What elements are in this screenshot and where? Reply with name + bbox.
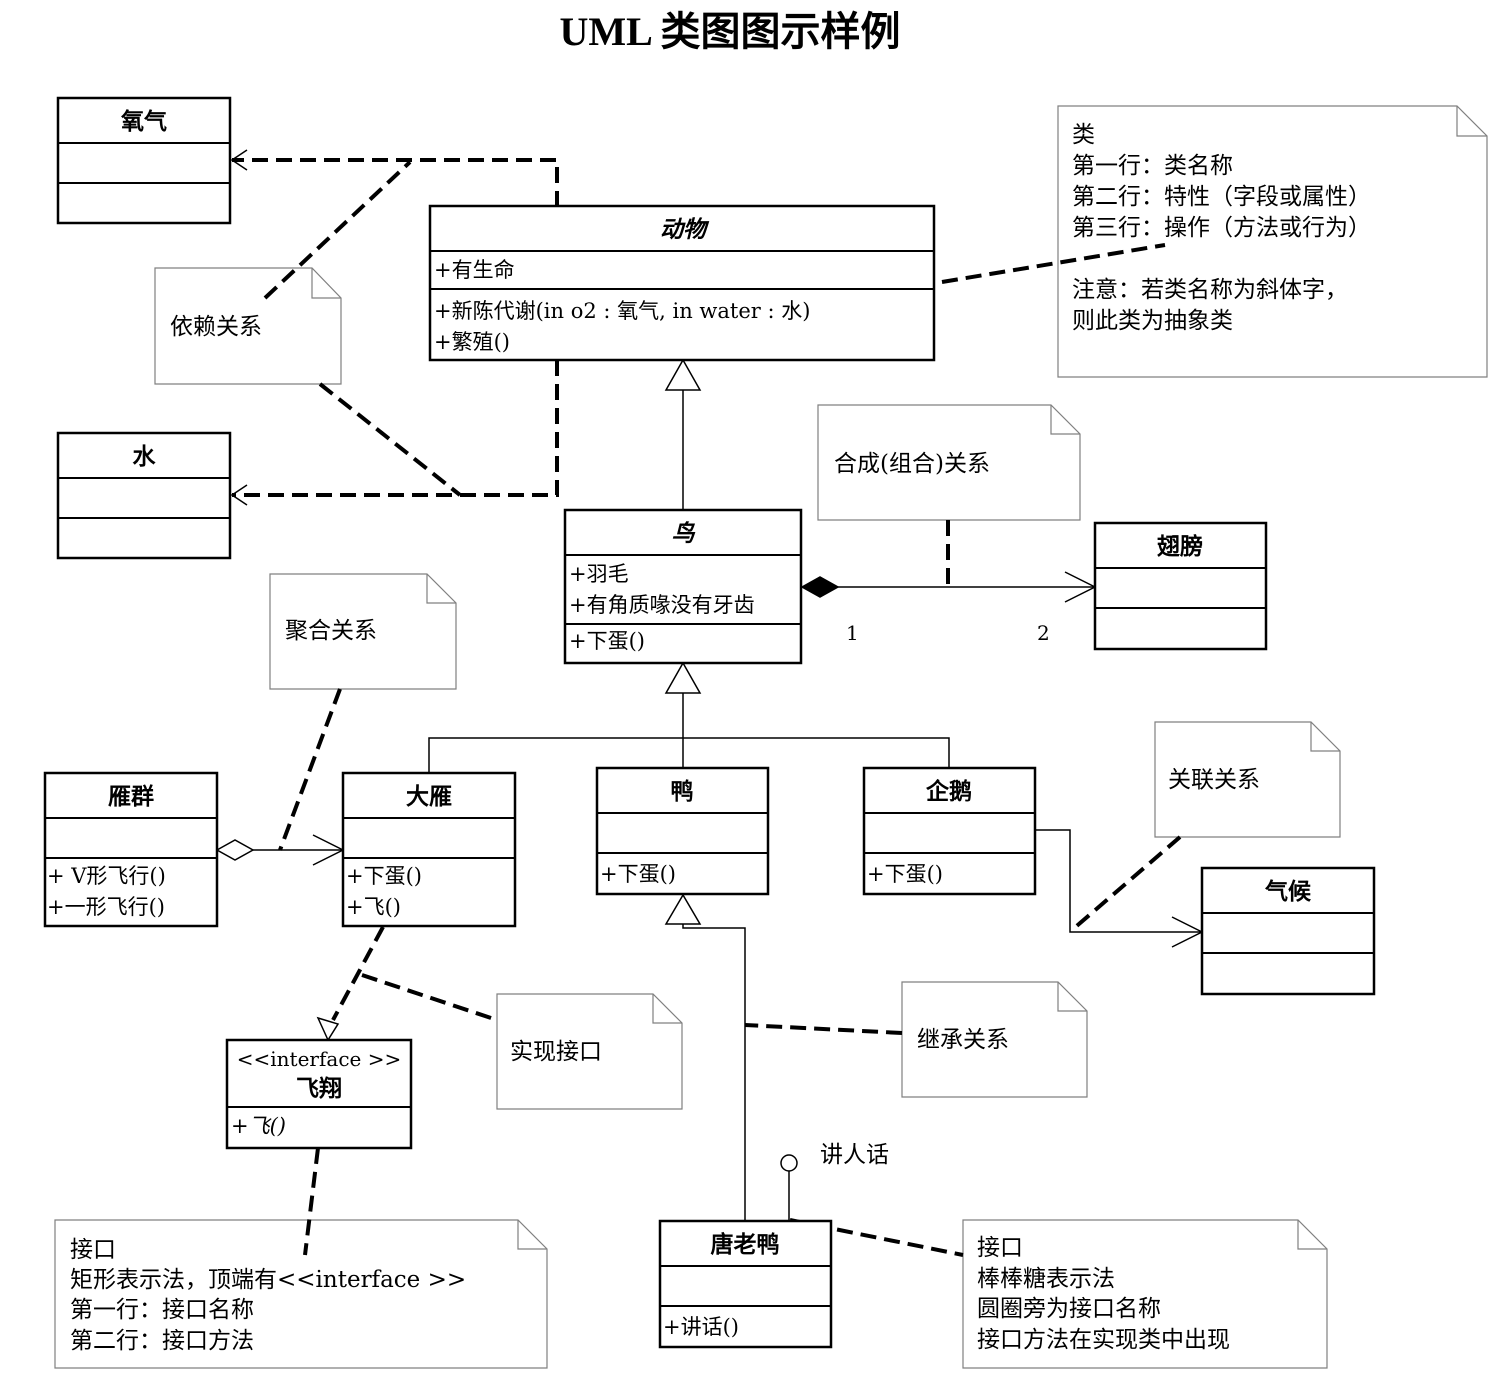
note-lollipop-line-1: 接口 bbox=[977, 1235, 1023, 1261]
lollipop-interface bbox=[780, 1154, 798, 1220]
class-flock-op-line: +一形飞行() bbox=[47, 895, 165, 919]
interface-fly-name: 飞翔 bbox=[296, 1075, 342, 1102]
multiplicity-wing: 2 bbox=[1037, 621, 1050, 645]
note-aggregation: 聚合关系 bbox=[269, 573, 457, 690]
note-interface-rect: 接口 矩形表示法，顶端有<<interface >> 第一行：接口名称 第二行：… bbox=[54, 1219, 548, 1369]
note-composition: 合成(组合)关系 bbox=[817, 404, 1081, 521]
class-animal-op-metabolism: +新陈代谢(in o2 : 氧气, in water : 水) bbox=[434, 299, 810, 323]
note-composition-text: 合成(组合)关系 bbox=[834, 451, 990, 477]
note-lollipop-line-2: 棒棒糖表示法 bbox=[977, 1266, 1115, 1292]
class-animal-attribute: +有生命 bbox=[434, 258, 515, 282]
note-interface-rect-line-3: 第一行：接口名称 bbox=[70, 1297, 254, 1323]
diagram-title: UML 类图图示样例 bbox=[559, 9, 900, 54]
note-realization-text: 实现接口 bbox=[510, 1039, 602, 1065]
class-water-name: 水 bbox=[133, 444, 157, 470]
class-climate: 气候 bbox=[1200, 866, 1376, 996]
class-animal-op-reproduce: +繁殖() bbox=[434, 330, 510, 354]
note-realization: 实现接口 bbox=[496, 993, 683, 1110]
note-interface-rect-line-1: 接口 bbox=[70, 1237, 116, 1263]
note-class-line-7: 则此类为抽象类 bbox=[1072, 308, 1233, 334]
lollipop-label: 讲人话 bbox=[820, 1142, 889, 1168]
dependency-lines bbox=[232, 158, 559, 497]
dependency-arrowheads bbox=[230, 149, 248, 506]
class-tang-duck: 唐老鸭 +讲话() bbox=[658, 1219, 833, 1349]
class-tang-duck-name: 唐老鸭 bbox=[711, 1231, 780, 1258]
note-class-line-4: 第三行：操作（方法或行为） bbox=[1072, 215, 1371, 241]
class-goose-op-fly: +飞() bbox=[346, 895, 401, 919]
class-climate-name: 气候 bbox=[1264, 878, 1312, 905]
interface-fly: <<interface >> 飞翔 +飞() bbox=[225, 1038, 413, 1150]
class-wing-name: 翅膀 bbox=[1157, 533, 1203, 560]
class-bird-attr-feather: +羽毛 bbox=[569, 562, 629, 586]
note-inheritance-text: 继承关系 bbox=[917, 1027, 1009, 1053]
note-lollipop-line-4: 接口方法在实现类中出现 bbox=[977, 1327, 1230, 1353]
class-water: 水 bbox=[56, 431, 232, 560]
note-interface-rect-line-4: 第二行：接口方法 bbox=[70, 1328, 254, 1354]
class-duck-name: 鸭 bbox=[671, 779, 694, 805]
note-class-line-3: 第二行：特性（字段或属性） bbox=[1072, 184, 1371, 210]
note-association: 关联关系 bbox=[1154, 721, 1341, 838]
class-flock-name: 雁群 bbox=[108, 783, 154, 810]
class-bird-attr-beak: +有角质喙没有牙齿 bbox=[569, 593, 755, 617]
interface-stereotype: <<interface >> bbox=[237, 1047, 401, 1071]
multiplicity-bird: 1 bbox=[846, 621, 859, 645]
note-class-line-6: 注意：若类名称为斜体字， bbox=[1072, 277, 1348, 303]
generalization-tangduck-duck bbox=[664, 893, 746, 1220]
note-dependency-text: 依赖关系 bbox=[170, 314, 262, 340]
lollipop-circle-icon bbox=[780, 1154, 798, 1172]
class-bird: 鸟 +羽毛 +有角质喙没有牙齿 +下蛋() bbox=[563, 508, 803, 665]
class-animal: 动物 +有生命 +新陈代谢(in o2 : 氧气, in water : 水) … bbox=[428, 204, 936, 362]
note-aggregation-text: 聚合关系 bbox=[285, 618, 377, 644]
class-duck: 鸭 +下蛋() bbox=[595, 766, 770, 896]
note-dependency: 依赖关系 bbox=[154, 267, 342, 385]
interface-fly-op: +飞() bbox=[231, 1114, 286, 1138]
class-flock: 雁群 + V形飞行() +一形飞行() bbox=[43, 771, 219, 928]
class-oxygen: 氧气 bbox=[56, 96, 232, 225]
generalization-bird-animal bbox=[664, 358, 702, 510]
class-wing: 翅膀 bbox=[1093, 521, 1268, 651]
class-tang-duck-op-speak: +讲话() bbox=[663, 1315, 739, 1339]
generalization-birds bbox=[428, 661, 950, 773]
note-class-line-1: 类 bbox=[1072, 122, 1095, 148]
class-bird-op-lay-egg: +下蛋() bbox=[569, 629, 645, 653]
class-penguin-name: 企鹅 bbox=[925, 778, 972, 805]
class-animal-name: 动物 bbox=[660, 217, 710, 243]
class-penguin: 企鹅 +下蛋() bbox=[862, 766, 1037, 896]
note-interface-rect-line-2: 矩形表示法，顶端有<<interface >> bbox=[70, 1267, 466, 1293]
class-bird-name: 鸟 bbox=[672, 521, 696, 547]
class-goose-name: 大雁 bbox=[406, 784, 452, 810]
class-oxygen-name: 氧气 bbox=[120, 108, 167, 135]
class-goose: 大雁 +下蛋() +飞() bbox=[341, 771, 517, 928]
note-lollipop-line-3: 圆圈旁为接口名称 bbox=[977, 1296, 1161, 1322]
class-penguin-op-lay-egg: +下蛋() bbox=[867, 862, 943, 886]
realization-goose-interface bbox=[316, 926, 385, 1042]
class-flock-op-v: + V形飞行() bbox=[47, 864, 166, 888]
note-association-text: 关联关系 bbox=[1168, 767, 1260, 793]
note-class-description: 类 第一行：类名称 第二行：特性（字段或属性） 第三行：操作（方法或行为） 注意… bbox=[1057, 105, 1488, 378]
class-goose-op-lay-egg: +下蛋() bbox=[346, 864, 422, 888]
class-duck-op-lay-egg: +下蛋() bbox=[600, 862, 676, 886]
note-anchor-lines bbox=[263, 160, 1182, 1257]
note-inheritance: 继承关系 bbox=[901, 981, 1088, 1098]
aggregation-flock-goose bbox=[215, 834, 345, 866]
note-interface-lollipop: 接口 棒棒糖表示法 圆圈旁为接口名称 接口方法在实现类中出现 bbox=[962, 1219, 1328, 1369]
note-class-line-2: 第一行：类名称 bbox=[1072, 153, 1233, 179]
